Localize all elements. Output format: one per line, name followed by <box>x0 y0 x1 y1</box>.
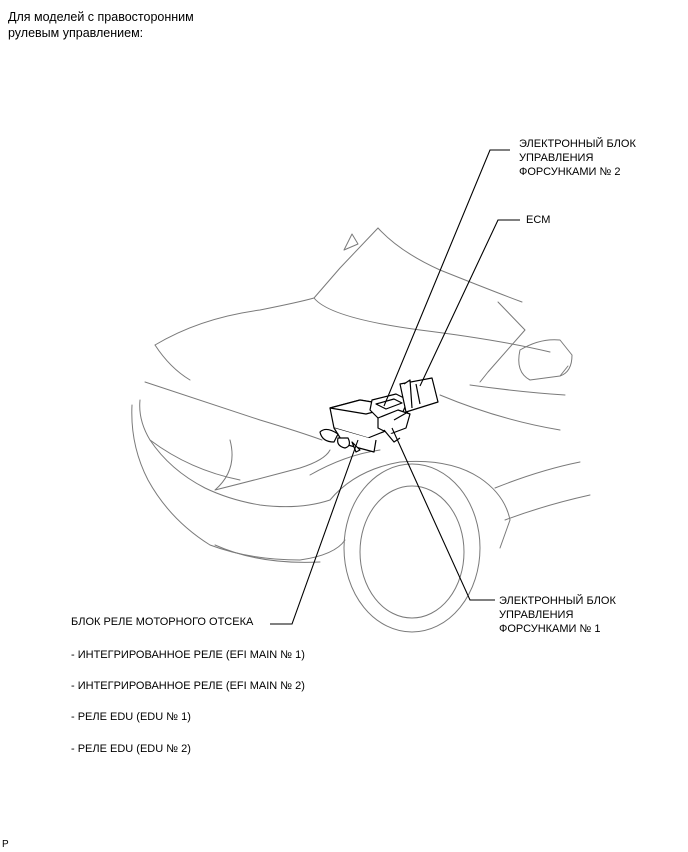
label-injector-ecu-2-line-1: ЭЛЕКТРОННЫЙ БЛОК <box>519 138 636 150</box>
label-relay-block: БЛОК РЕЛЕ МОТОРНОГО ОТСЕКА <box>71 616 254 628</box>
label-injector-ecu-2-line-3: ФОРСУНКАМИ № 2 <box>519 166 621 178</box>
leader-ecm <box>419 219 520 387</box>
label-injector-ecu-2-line-2: УПРАВЛЕНИЯ <box>519 152 594 164</box>
label-injector-ecu-1-line-3: ФОРСУНКАМИ № 1 <box>499 623 601 635</box>
relay-list-item-2: - ИНТЕГРИРОВАННОЕ РЕЛЕ (EFI MAIN № 2) <box>71 680 305 692</box>
leader-lines <box>270 149 520 625</box>
label-ecm: ECM <box>526 214 551 226</box>
header-note: Для моделей с правосторонним рулевым упр… <box>8 9 194 41</box>
label-injector-ecu-1-line-2: УПРАВЛЕНИЯ <box>499 609 574 621</box>
header-line-1: Для моделей с правосторонним <box>8 10 194 24</box>
relay-list-item-4: - РЕЛЕ EDU (EDU № 2) <box>71 743 191 755</box>
label-injector-ecu-2: ЭЛЕКТРОННЫЙ БЛОК УПРАВЛЕНИЯ ФОРСУНКАМИ №… <box>519 137 636 179</box>
ecm-unit <box>393 377 439 421</box>
relay-list-item-3: - РЕЛЕ EDU (EDU № 1) <box>71 711 191 723</box>
header-line-2: рулевым управлением: <box>8 26 144 40</box>
label-injector-ecu-1: ЭЛЕКТРОННЫЙ БЛОК УПРАВЛЕНИЯ ФОРСУНКАМИ №… <box>499 594 616 636</box>
leader-injector-ecu-2 <box>383 149 510 407</box>
leader-relay-block <box>270 439 359 625</box>
leader-injector-ecu-1 <box>391 427 495 601</box>
vehicle-outline <box>131 227 591 633</box>
corner-mark: P <box>2 839 9 850</box>
relay-list-item-1: - ИНТЕГРИРОВАННОЕ РЕЛЕ (EFI MAIN № 1) <box>71 649 305 661</box>
label-injector-ecu-1-line-1: ЭЛЕКТРОННЫЙ БЛОК <box>499 595 616 607</box>
